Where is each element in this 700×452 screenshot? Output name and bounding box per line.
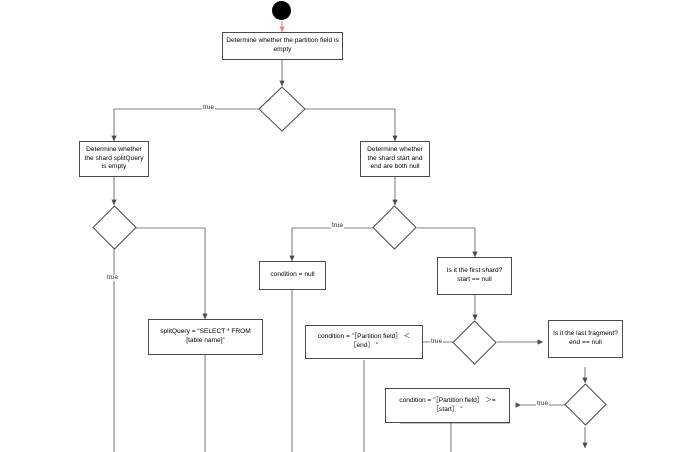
edge-label-d2-true: true	[106, 274, 120, 282]
node-determine-partition-field-empty: Determine whether the partition field is…	[222, 32, 343, 60]
edge-label-d5-true: true	[536, 400, 550, 408]
decision-shard-start-end-null	[372, 205, 417, 250]
node-condition-partition-lt-end: condition = ”［Partition field］ ＜ ［end］ ”	[305, 325, 423, 359]
node-condition-partition-gte-start: condition = ”［Partition field］ ＞= ［start…	[385, 388, 510, 423]
decision-is-first-shard	[452, 320, 497, 365]
node-splitquery-select-all: splitQuery = “SELECT * FROM [table name]…	[148, 319, 263, 355]
node-determine-shard-start-end-null: Determine whether the shard start and en…	[360, 141, 430, 177]
node-determine-shard-splitquery-empty: Determine whether the shard splitQuery i…	[79, 141, 149, 177]
start-node	[272, 1, 291, 20]
decision-partition-field-empty	[258, 86, 306, 132]
edge-label-d1-true: true	[202, 104, 216, 112]
node-is-first-shard: Is it the first shard? start == null	[437, 257, 512, 295]
node-is-last-fragment: Is it the last fragment? end == null	[548, 320, 623, 358]
edge-label-d4-true: true	[430, 338, 444, 346]
decision-is-last-fragment	[564, 383, 607, 426]
node-condition-null: condition = null	[259, 261, 326, 290]
decision-shard-splitquery-empty	[92, 205, 137, 250]
edge-label-d3-true: true	[331, 222, 345, 230]
